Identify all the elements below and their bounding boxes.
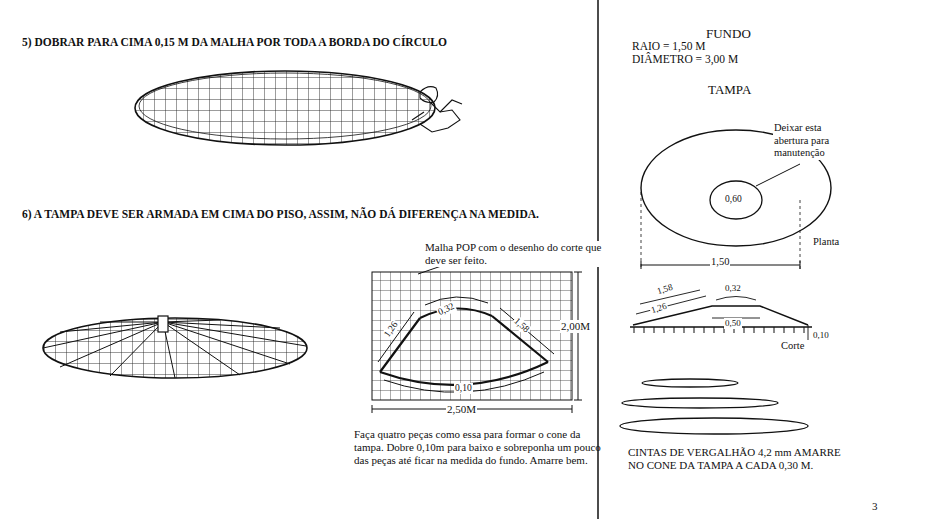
dimension: 0,32: [724, 283, 742, 294]
lid-radial-lines: [43, 320, 306, 378]
dim-line-158: [500, 308, 554, 354]
dim-line-126: [378, 312, 414, 362]
dimension: 1,58: [511, 315, 532, 336]
section-heading: TAMPA: [708, 82, 751, 98]
lid-opening: [158, 316, 168, 332]
dim-line-032: [425, 297, 488, 305]
figure-body: [420, 102, 460, 132]
dimension: 1,58: [655, 282, 675, 298]
ring: [620, 418, 808, 434]
dimension: 1,26: [381, 319, 401, 341]
dimension: 0,10: [454, 383, 473, 394]
dimension: 2,00M: [560, 320, 591, 333]
dim-line-height: [574, 272, 582, 400]
note-text: Faça quatro peças como essa para formar …: [354, 428, 602, 468]
section-heading: FUNDO: [706, 26, 751, 42]
mesh-sheet: [372, 272, 572, 400]
dimension: 0,50: [724, 318, 742, 329]
dimension: 0,60: [724, 194, 743, 205]
step-heading: 5) DOBRAR PARA CIMA 0,15 M DA MALHA POR …: [22, 36, 582, 50]
note-text: CINTAS DE VERGALHÃO 4,2 mm AMARRE NO CON…: [628, 446, 853, 472]
dimension: 1,50: [710, 256, 730, 269]
step-heading: 6) A TAMPA DEVE SER ARMADA EM CIMA DO PI…: [22, 208, 587, 222]
plan-opening: [710, 181, 762, 219]
note-text: Deixar esta abertura para manutenção: [773, 122, 857, 160]
dimension: 1,26: [649, 301, 669, 317]
extension-lines: [641, 192, 800, 270]
view-label: Planta: [812, 236, 840, 249]
dimension: 2,50M: [446, 403, 477, 416]
ring: [622, 398, 778, 408]
dimension: 0,10: [812, 330, 830, 341]
dim-line-126: [636, 296, 706, 314]
lid-ellipse: [43, 318, 307, 378]
note-text: Malha POP com o desenho do corte que dev…: [424, 241, 606, 267]
figure-head: [420, 87, 438, 103]
rebar-rings: [620, 379, 808, 434]
cut-outer-arc: [380, 362, 548, 385]
base-line: [630, 326, 812, 328]
figure-arms: [412, 100, 462, 120]
folded-edge: [139, 73, 431, 139]
view-label: Corte: [780, 340, 805, 353]
leader-line: [756, 164, 800, 186]
mesh-disc: [135, 71, 435, 145]
mesh-ellipse: [135, 71, 435, 145]
worker-figure: [412, 87, 462, 132]
base-hatch: [634, 327, 804, 333]
ring: [642, 379, 738, 387]
dim-line-032: [716, 297, 756, 301]
dimension: 0,32: [435, 301, 457, 319]
dim-line-010: [808, 325, 809, 340]
spec-text: RAIO = 1,50 M: [632, 40, 706, 54]
mesh-cut-pattern: [372, 250, 582, 413]
page-number: 3: [872, 500, 878, 513]
cone-lid: [43, 316, 307, 378]
spec-text: DIÂMETRO = 3,00 M: [632, 53, 738, 67]
